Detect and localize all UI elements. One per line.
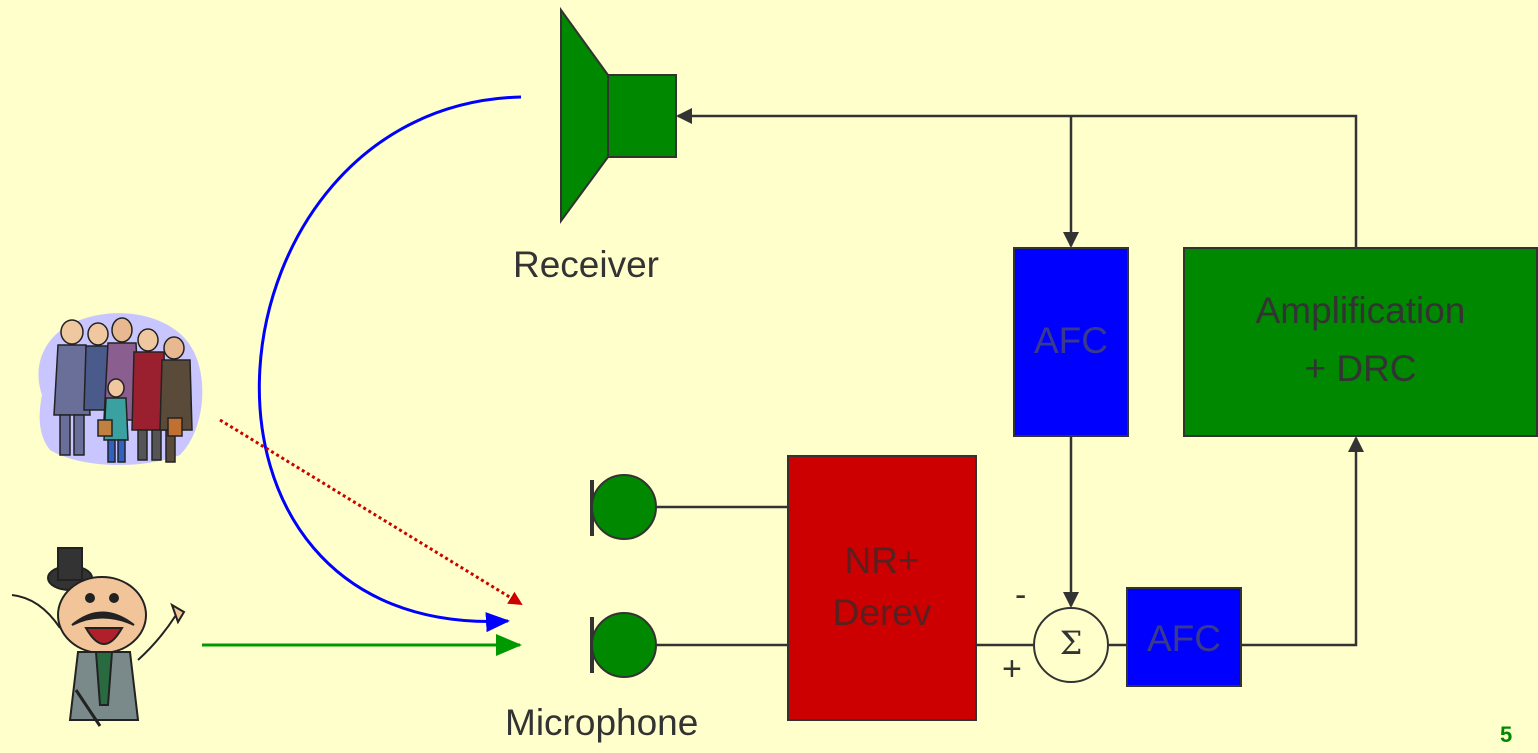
talking-man-icon bbox=[11, 547, 186, 727]
wire-afc-to-amplifier bbox=[1241, 436, 1364, 647]
amplification-label-line2: + DRC bbox=[1304, 348, 1417, 389]
microphone-label: Microphone bbox=[505, 702, 699, 743]
feedback-path bbox=[257, 95, 522, 633]
receiver-label: Receiver bbox=[513, 244, 659, 285]
receiver-icon bbox=[560, 6, 677, 225]
microphone-bottom-icon bbox=[590, 612, 657, 678]
page-number: 5 bbox=[1500, 722, 1513, 747]
nr-label-line2: Derev bbox=[832, 592, 932, 633]
wire-amplifier-to-receiver bbox=[676, 108, 1358, 248]
minus-sign: - bbox=[1015, 576, 1027, 614]
afc-bottom-block bbox=[1126, 587, 1242, 687]
amplification-drc-block bbox=[1183, 247, 1538, 437]
plus-sign: + bbox=[1002, 650, 1022, 688]
afc-bottom-label: AFC bbox=[1147, 618, 1221, 659]
crowd-icon bbox=[38, 313, 203, 466]
signal-wires bbox=[656, 108, 1364, 647]
sum-symbol: Σ bbox=[1059, 624, 1083, 662]
amplification-label-line1: Amplification bbox=[1255, 290, 1466, 331]
nr-label-line1: NR+ bbox=[844, 540, 920, 581]
microphone-top-icon bbox=[590, 474, 657, 540]
nr-derev-block bbox=[787, 455, 977, 721]
noise-path bbox=[219, 418, 523, 606]
afc-top-label: AFC bbox=[1034, 320, 1108, 361]
afc-top-block bbox=[1013, 247, 1129, 437]
